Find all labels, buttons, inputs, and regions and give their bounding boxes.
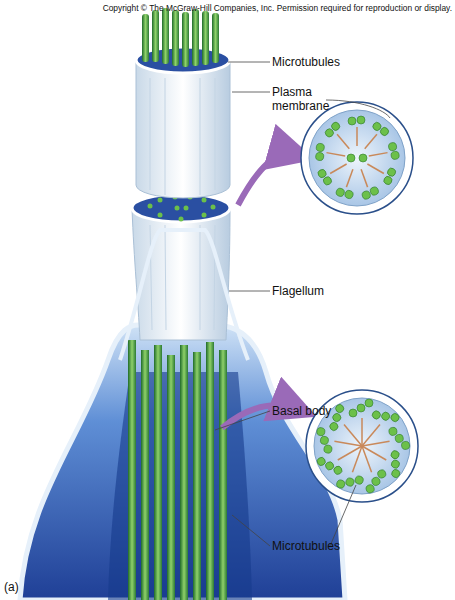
microtubule (206, 342, 214, 600)
doublet (317, 157, 351, 187)
microtubule (142, 14, 149, 62)
microtubule (202, 11, 209, 65)
leader-line (232, 515, 270, 546)
doublet (314, 143, 346, 165)
leader-line (229, 291, 270, 292)
microtubule (192, 9, 199, 66)
membrane-fold (120, 230, 248, 360)
microtubule (212, 13, 219, 63)
top-microtubules (142, 8, 219, 67)
striation (165, 225, 166, 330)
striation (200, 78, 201, 195)
doublet (354, 166, 380, 200)
microtubule (154, 345, 162, 600)
doublet (367, 142, 399, 164)
dot (202, 198, 207, 203)
dot (158, 213, 163, 218)
microtubule (180, 345, 188, 600)
leader-line (232, 92, 270, 93)
central-microtubule (347, 154, 355, 162)
doublet (335, 167, 361, 201)
dot (184, 206, 189, 211)
striation (200, 225, 201, 330)
flagellum-shaft (132, 208, 230, 340)
part-label: Plasma membrane (272, 85, 338, 114)
dot (179, 217, 184, 222)
microtubule (128, 340, 136, 600)
microtubule (162, 8, 169, 64)
part-label: Microtubules (272, 55, 340, 69)
doublet (358, 120, 390, 154)
part-label: Flagellum (272, 284, 324, 298)
dot (175, 206, 180, 211)
flagellum-striations (150, 225, 215, 330)
plasma-membrane-cylinder (136, 60, 230, 198)
microtubule (182, 12, 189, 67)
triplet (313, 427, 363, 459)
microtubule (219, 350, 227, 600)
cell-body (20, 325, 345, 600)
dot (158, 198, 163, 203)
doublet (348, 116, 365, 146)
copyright-notice: Copyright © The McGraw-Hill Companies, I… (103, 3, 452, 13)
doublet (323, 121, 355, 155)
striation (165, 78, 166, 195)
microtubule (141, 350, 149, 600)
striation (150, 225, 152, 330)
doublet (363, 156, 397, 186)
zoom-arrow (238, 154, 298, 205)
leader-line (215, 411, 270, 430)
triplet (360, 425, 410, 457)
cross-section-dots (148, 195, 216, 222)
microtubule (152, 10, 159, 62)
microtubule (167, 355, 175, 600)
leader-line (228, 62, 270, 63)
basal-microtubules (128, 340, 227, 600)
part-label: Basal body (272, 404, 331, 418)
leader-lines (215, 62, 390, 546)
dot (202, 213, 207, 218)
striation (214, 225, 215, 330)
microtubule (172, 10, 179, 66)
leader-line (326, 100, 390, 118)
central-microtubule (359, 154, 367, 162)
axoneme-9-2 (314, 116, 400, 201)
leader-line (330, 485, 356, 546)
part-label: Microtubules (272, 539, 340, 553)
dot (211, 205, 216, 210)
striation (215, 78, 216, 190)
triplet (349, 399, 373, 446)
membrane-striations (150, 78, 215, 195)
panel-label: (a) (4, 580, 19, 594)
dot (148, 204, 153, 209)
striation (150, 78, 151, 190)
axoneme-disc (309, 110, 405, 206)
cross-section-frame (301, 102, 413, 214)
microtubule (193, 352, 201, 600)
